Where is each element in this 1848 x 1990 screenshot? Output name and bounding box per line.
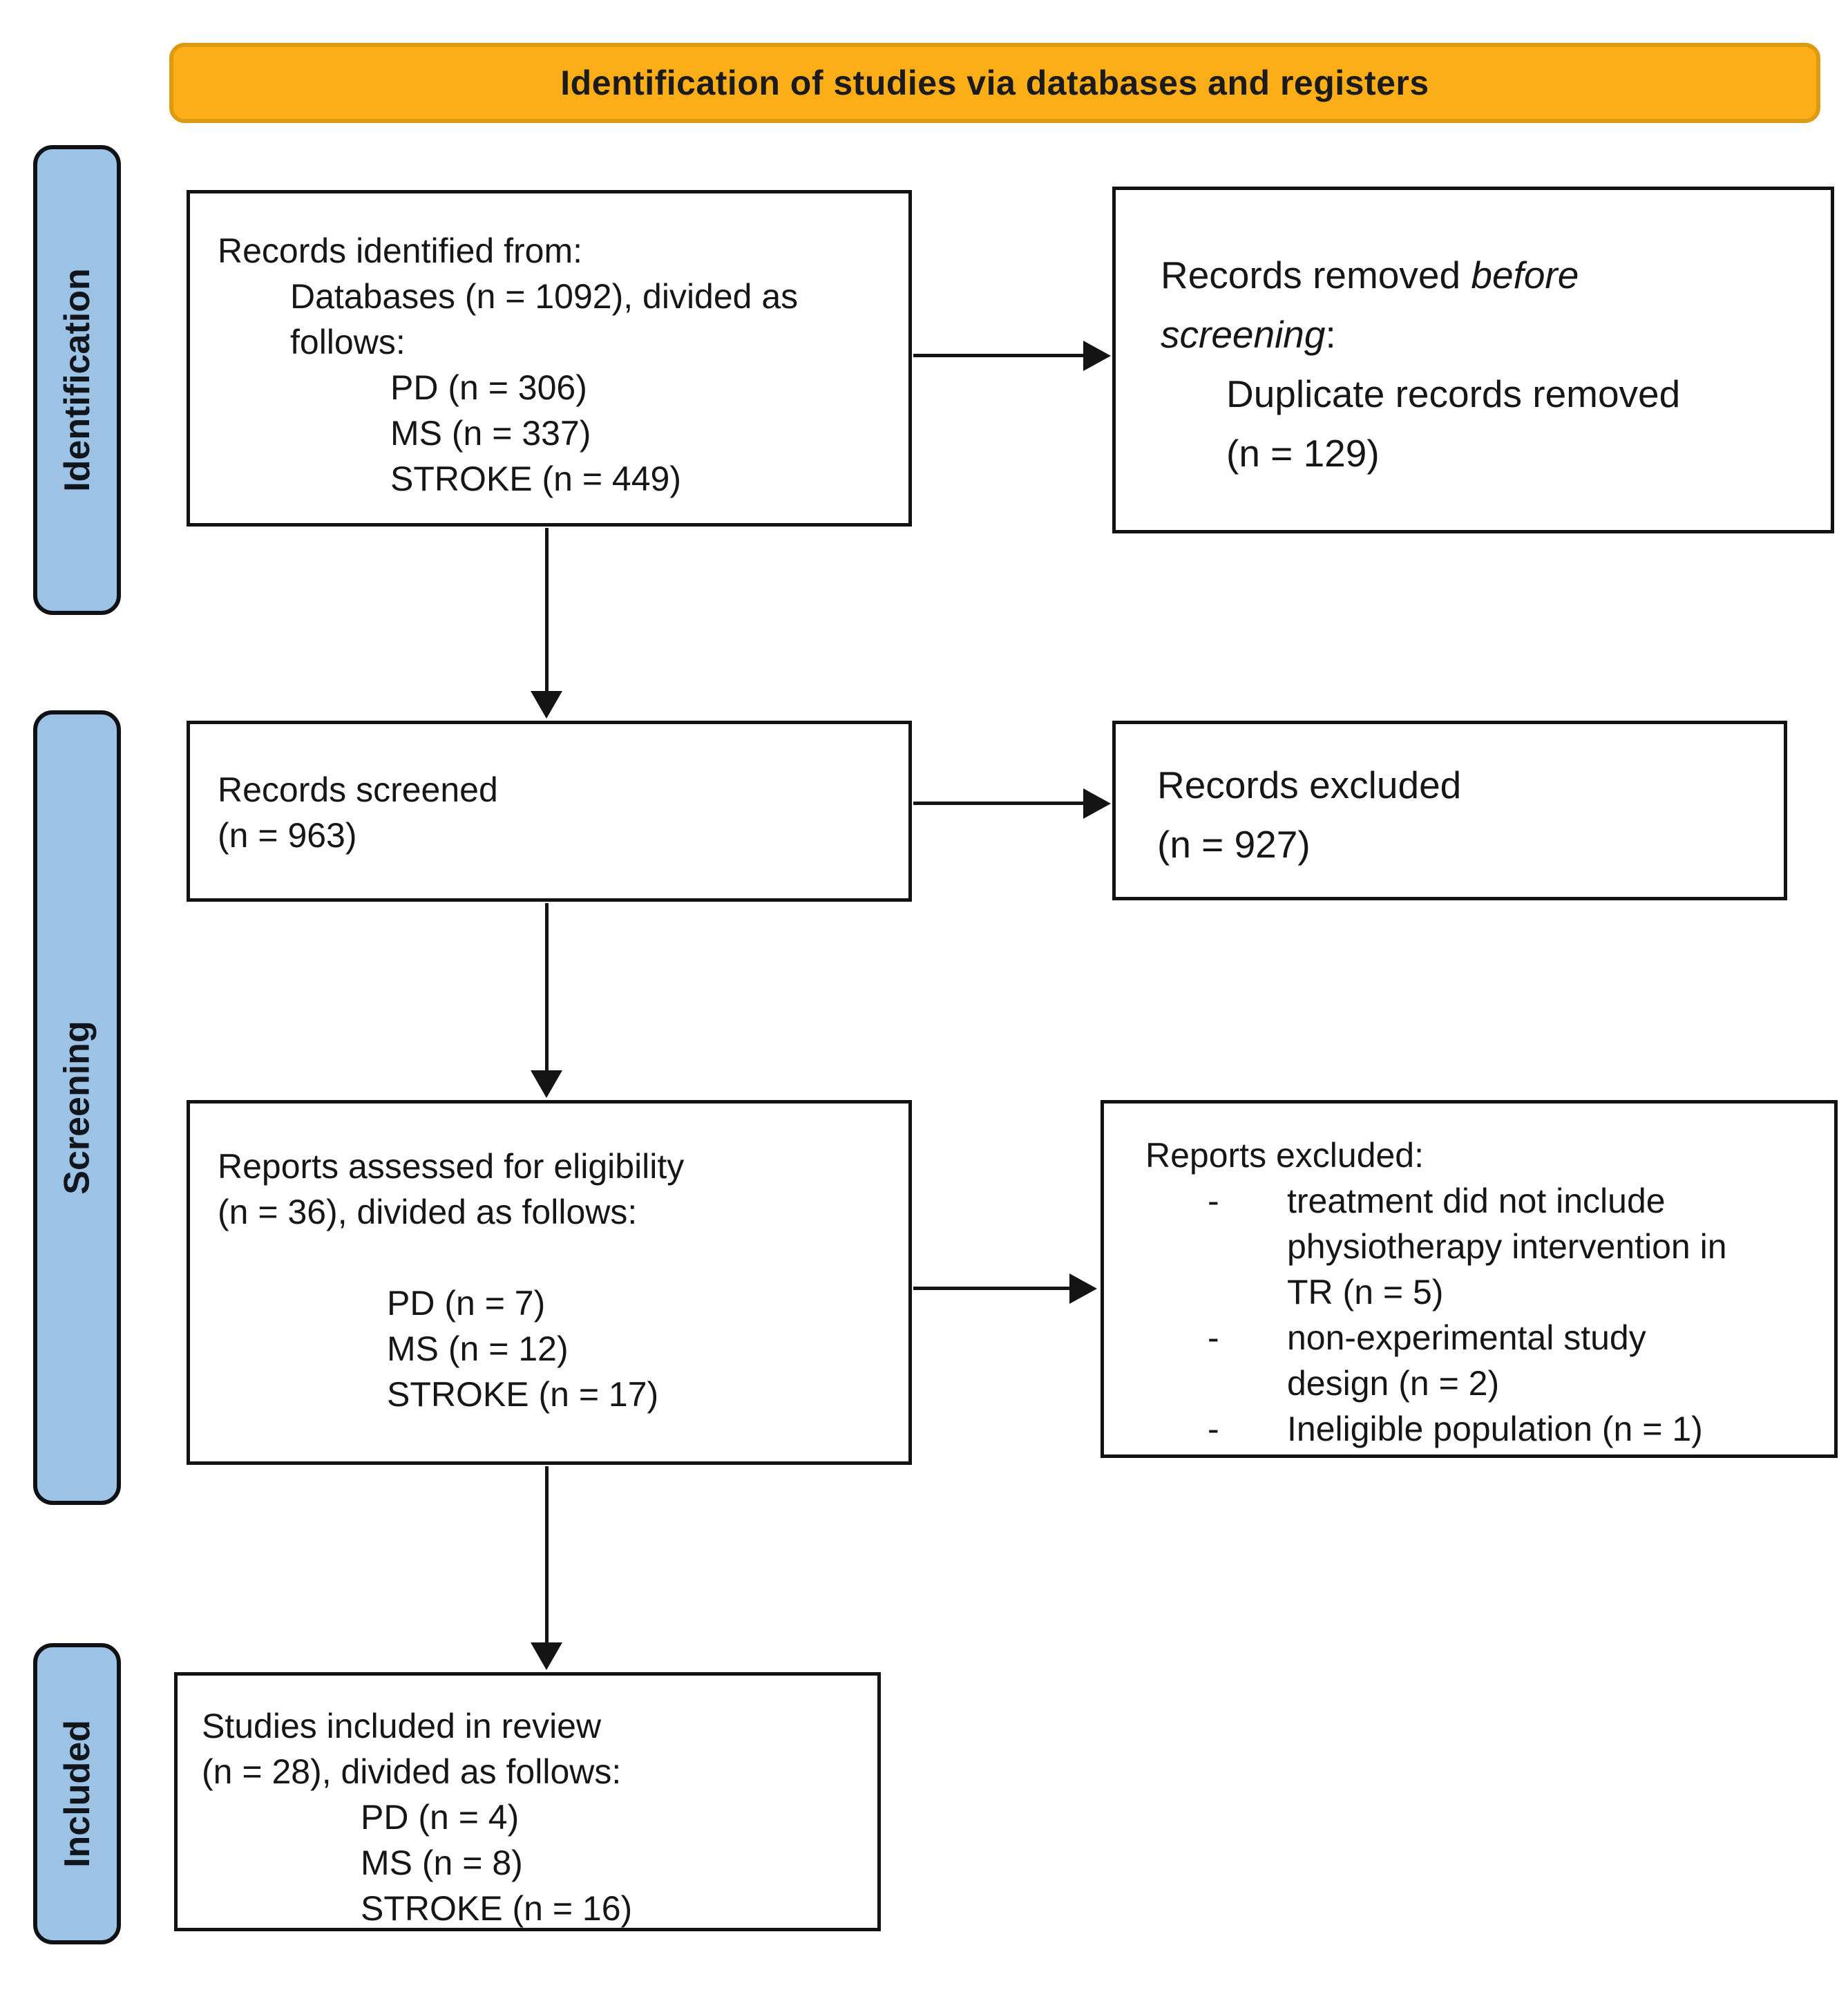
reports-assessed-line: STROKE (n = 17)	[387, 1375, 659, 1414]
reports-excluded-bullet-text: non-experimental study design (n = 2)	[1287, 1318, 1646, 1403]
banner-title-text: Identification of studies via databases …	[560, 64, 1429, 102]
records-removed-text: :	[1325, 313, 1336, 356]
stage-included-label: Included	[57, 1720, 97, 1868]
box-records-screened: Records screened (n = 963)	[187, 721, 912, 902]
records-screened-line: Records screened	[218, 770, 498, 809]
records-removed-line: Duplicate records removed	[1226, 372, 1681, 415]
records-removed-italic: before	[1471, 254, 1579, 296]
reports-excluded-bullet: - non-experimental study design (n = 2)	[1145, 1315, 1820, 1406]
arrow-head-right-icon	[1083, 788, 1111, 819]
reports-assessed-line: MS (n = 12)	[387, 1329, 569, 1368]
records-removed-line: screening:	[1161, 305, 1813, 364]
box-reports-assessed: Reports assessed for eligibility (n = 36…	[187, 1100, 912, 1465]
bullet-dash: -	[1208, 1182, 1219, 1220]
arrow-head-down-icon	[531, 1642, 562, 1670]
records-screened-line: (n = 963)	[218, 816, 357, 855]
reports-excluded-bullet-text: Ineligible population (n = 1)	[1287, 1410, 1703, 1448]
stage-identification: Identification	[33, 145, 121, 615]
records-identified-line: follows:	[290, 323, 406, 361]
records-excluded-line: Records excluded	[1157, 764, 1462, 806]
bullet-dash: -	[1208, 1318, 1219, 1357]
arrow-head-right-icon	[1069, 1273, 1097, 1304]
reports-excluded-bullet-text: treatment did not include physiotherapy …	[1287, 1182, 1727, 1311]
stage-screening-label: Screening	[57, 1021, 97, 1195]
arrow-shaft	[545, 528, 549, 697]
studies-included-line: STROKE (n = 16)	[361, 1889, 633, 1928]
arrow-head-down-icon	[531, 1070, 562, 1098]
reports-excluded-bullet: - treatment did not include physiotherap…	[1145, 1178, 1820, 1315]
reports-assessed-line: (n = 36), divided as follows:	[218, 1193, 638, 1231]
reports-assessed-line: Reports assessed for eligibility	[218, 1147, 685, 1186]
stage-identification-label: Identification	[57, 268, 97, 492]
arrow-head-down-icon	[531, 691, 562, 719]
studies-included-line: (n = 28), divided as follows:	[202, 1752, 622, 1791]
reports-assessed-line: PD (n = 7)	[387, 1284, 546, 1323]
studies-included-line: Studies included in review	[202, 1707, 602, 1745]
bullet-dash: -	[1208, 1410, 1219, 1448]
records-removed-line: (n = 129)	[1226, 432, 1380, 475]
records-identified-line: Databases (n = 1092), divided as	[290, 277, 799, 316]
arrow-shaft	[545, 1466, 549, 1646]
box-reports-excluded: Reports excluded: - treatment did not in…	[1101, 1100, 1838, 1458]
stage-included: Included	[33, 1643, 121, 1944]
stage-screening: Screening	[33, 710, 121, 1505]
studies-included-line: PD (n = 4)	[361, 1798, 520, 1837]
records-excluded-line: (n = 927)	[1157, 823, 1311, 866]
box-records-removed: Records removed before screening: Duplic…	[1112, 187, 1834, 533]
records-removed-line: Records removed before	[1161, 245, 1813, 305]
arrow-shaft	[545, 903, 549, 1074]
box-studies-included: Studies included in review (n = 28), div…	[174, 1672, 881, 1931]
records-removed-text: Records removed	[1161, 254, 1471, 296]
records-identified-line: PD (n = 306)	[390, 368, 587, 407]
box-records-identified: Records identified from: Databases (n = …	[187, 190, 912, 527]
reports-excluded-bullet: - Ineligible population (n = 1)	[1145, 1406, 1820, 1452]
reports-excluded-title: Reports excluded:	[1145, 1136, 1425, 1175]
studies-included-line: MS (n = 8)	[361, 1844, 523, 1882]
arrow-head-right-icon	[1083, 341, 1111, 371]
banner-title: Identification of studies via databases …	[169, 43, 1820, 123]
records-identified-line: Records identified from:	[218, 231, 583, 270]
arrow-shaft	[913, 802, 1086, 805]
box-records-excluded: Records excluded (n = 927)	[1112, 721, 1787, 900]
records-identified-line: STROKE (n = 449)	[390, 459, 681, 498]
records-identified-line: MS (n = 337)	[390, 414, 591, 453]
arrow-shaft	[913, 1287, 1072, 1290]
records-removed-italic: screening	[1161, 313, 1326, 356]
arrow-shaft	[913, 354, 1086, 357]
